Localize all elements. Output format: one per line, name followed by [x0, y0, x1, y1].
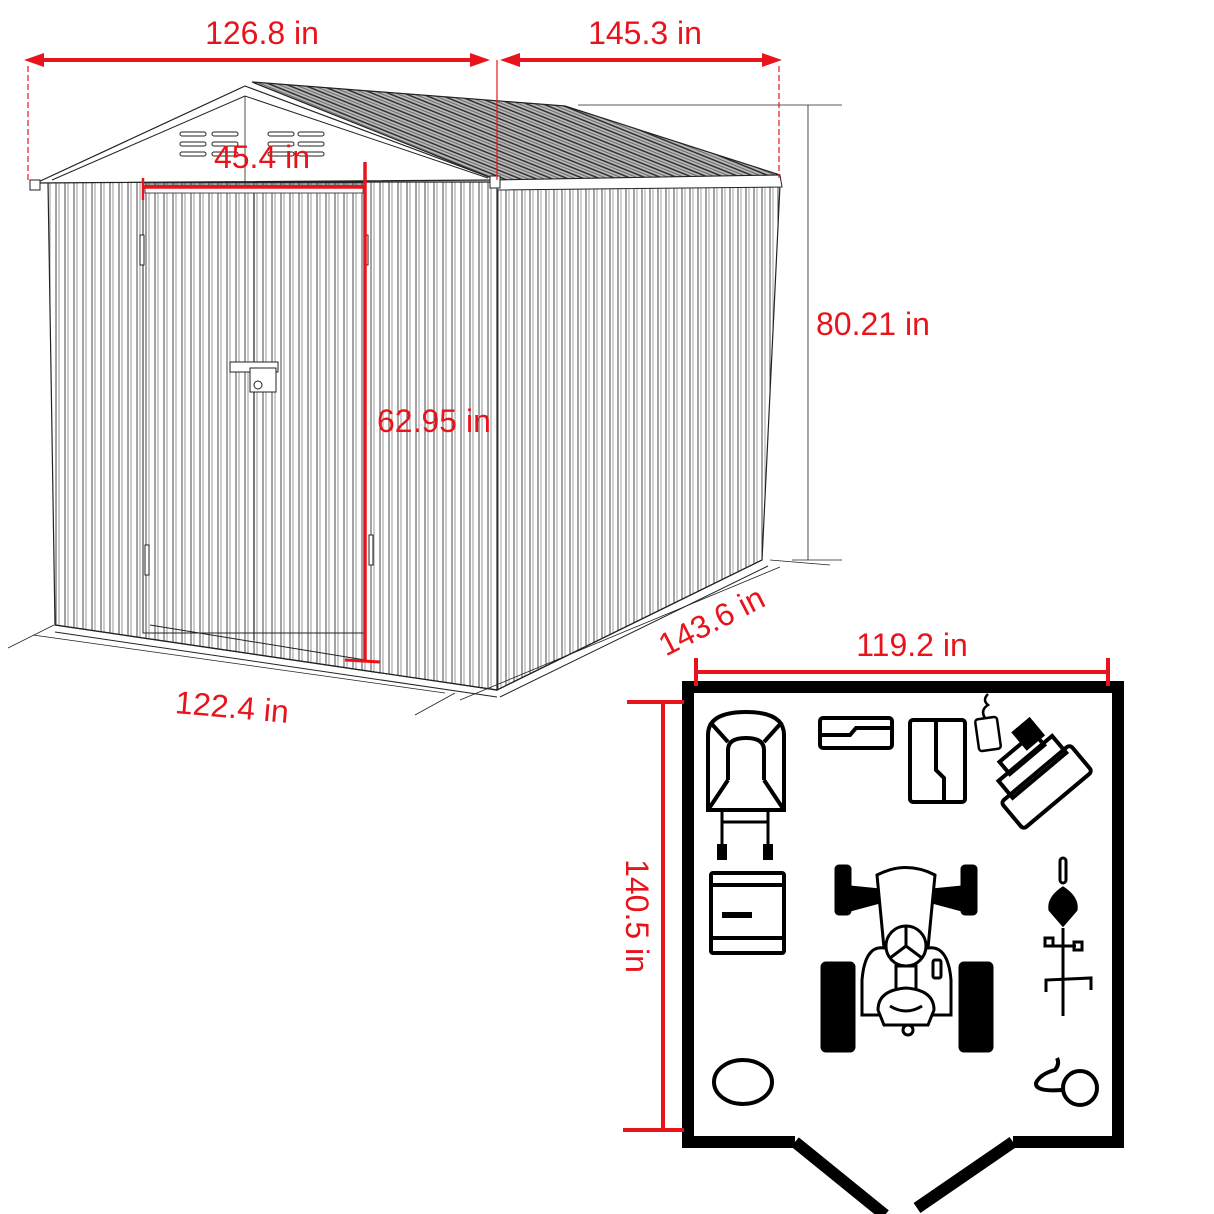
shed-gable [35, 85, 498, 184]
hose-reel-icon [1034, 1057, 1099, 1107]
roof-front-width-label: 126.8 in [205, 15, 319, 51]
floor-plan: 119.2 in 140.5 in [619, 627, 1124, 1214]
floor-plan-walls [682, 681, 1124, 1148]
floor-plan-dimension-lines [623, 658, 1110, 1132]
toolbox-icon [818, 716, 894, 750]
cabinet-icon [709, 871, 786, 955]
lawn-mower-icon [706, 709, 786, 860]
door-right-leaf [913, 1137, 1017, 1213]
watering-can-icon [974, 693, 1002, 753]
base-width-label: 122.4 in [174, 684, 291, 730]
roof-side-depth-label: 145.3 in [588, 15, 702, 51]
shed-dimension-lines [24, 53, 782, 664]
interior-depth-label: 140.5 in [619, 859, 655, 973]
total-height-label: 80.21 in [816, 306, 930, 342]
tire-icon [712, 1058, 774, 1106]
interior-width-label: 119.2 in [856, 627, 968, 663]
door-left-leaf [791, 1137, 889, 1214]
riding-tractor-icon [820, 864, 994, 1053]
shed-illustration [7, 81, 842, 716]
door-latch-icon [229, 361, 279, 393]
door-width-label: 45.4 in [214, 139, 310, 175]
storage-bin-icon [908, 718, 967, 804]
tool-bench-icon [995, 716, 1093, 830]
shed-door [139, 182, 374, 661]
bicycle-icon [1043, 856, 1093, 1016]
door-height-label: 62.95 in [377, 403, 491, 439]
gable-vents-icon [179, 131, 325, 157]
